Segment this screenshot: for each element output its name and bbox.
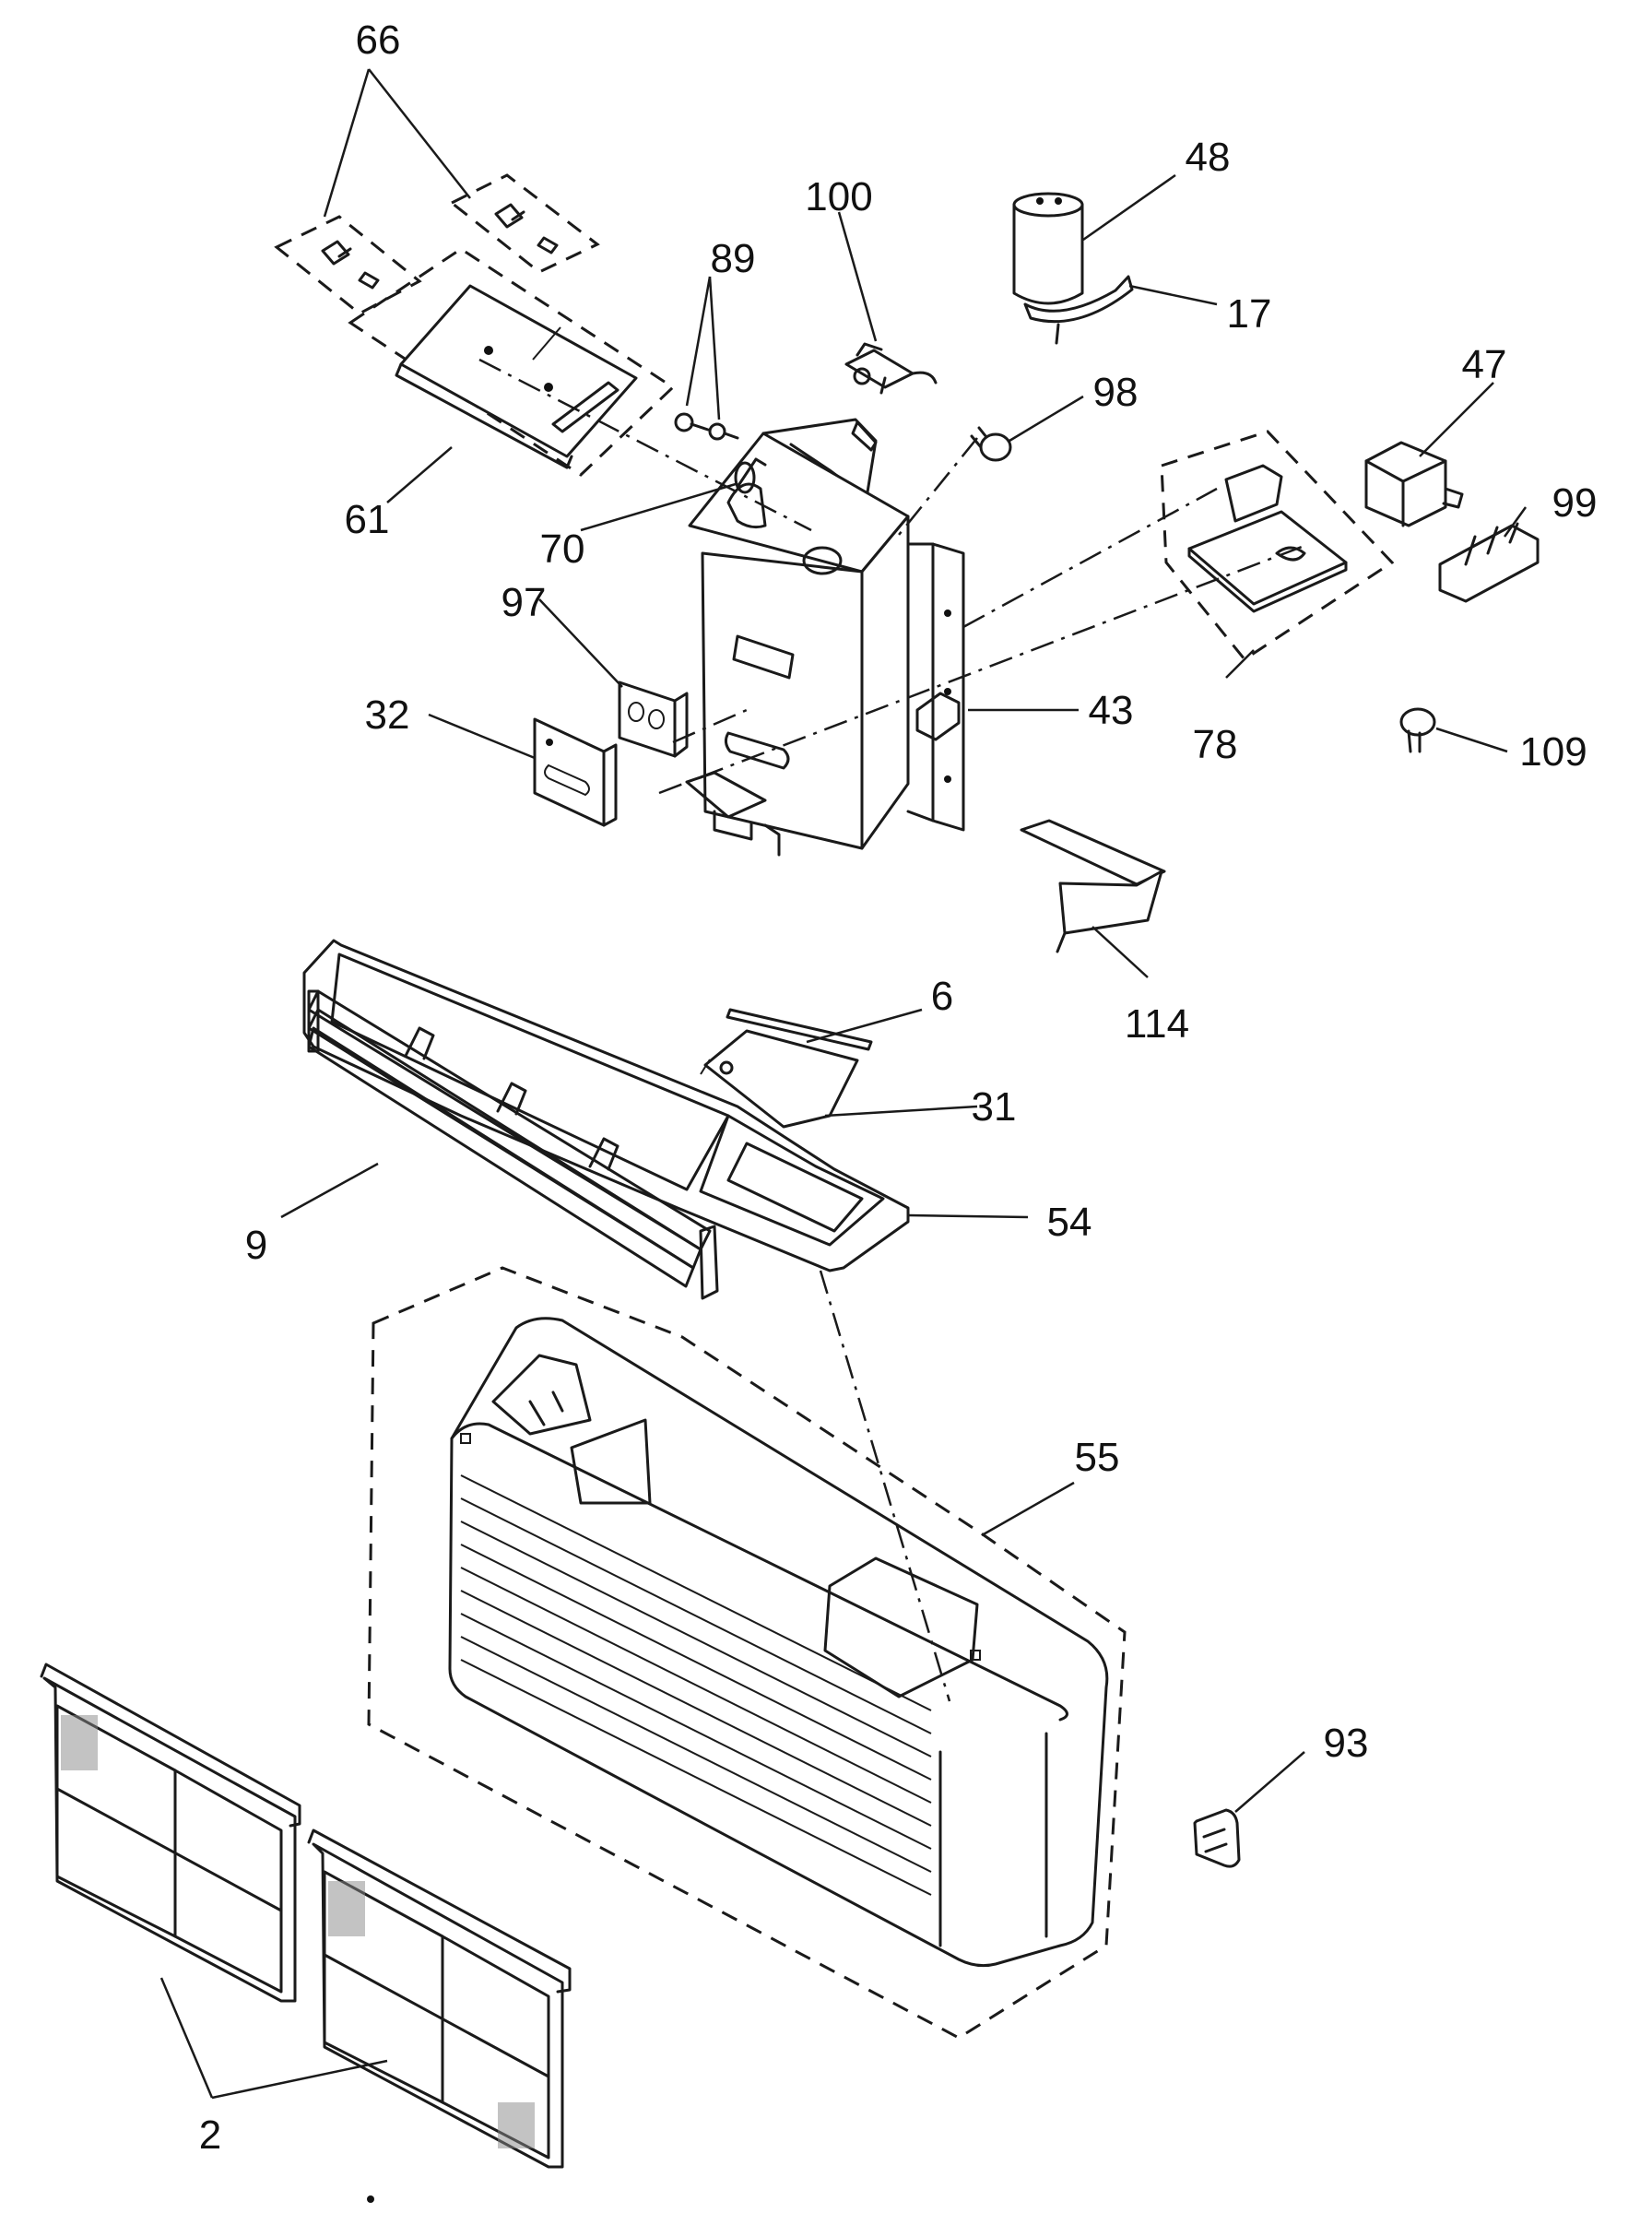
part-9-louver-assembly [307, 989, 719, 1300]
part-61-control-panel [348, 247, 676, 477]
part-number-labels: 66 48 100 89 17 98 47 99 61 70 97 32 43 … [199, 18, 1598, 2158]
label-17: 17 [1227, 291, 1272, 337]
part-31-plate [700, 1029, 859, 1129]
part-6-rod [726, 1008, 873, 1051]
part-54-grille-frame [302, 939, 910, 1272]
label-97: 97 [502, 580, 547, 625]
part-99-terminal [1438, 522, 1540, 603]
part-43-control-box [685, 418, 965, 857]
part-78-board-assembly [1160, 430, 1395, 661]
label-100: 100 [805, 174, 872, 219]
ink-dot [367, 2195, 374, 2203]
part-93-clip [1193, 1808, 1241, 1868]
label-114: 114 [1125, 1001, 1189, 1047]
label-93: 93 [1324, 1721, 1369, 1766]
part-66-knob-left [274, 215, 422, 315]
label-54: 54 [1047, 1200, 1092, 1245]
label-66: 66 [356, 18, 401, 63]
part-100-component [844, 342, 938, 395]
part-89-screws [674, 412, 739, 441]
label-48: 48 [1186, 135, 1231, 180]
label-61: 61 [345, 497, 390, 542]
part-32-bracket [533, 717, 618, 827]
part-98-component [970, 426, 1012, 462]
part-109-component [1399, 707, 1436, 753]
label-98: 98 [1093, 370, 1139, 415]
label-31: 31 [972, 1084, 1017, 1130]
part-70-bracket [734, 457, 767, 494]
label-78: 78 [1193, 722, 1238, 767]
label-55: 55 [1075, 1435, 1120, 1480]
label-6: 6 [931, 974, 953, 1019]
label-47: 47 [1462, 342, 1507, 387]
part-97-bracket [618, 680, 689, 758]
label-89: 89 [711, 236, 756, 281]
label-70: 70 [540, 527, 585, 572]
part-55-front-cover [367, 1266, 1127, 2040]
label-32: 32 [365, 692, 410, 738]
part-17-strap [1023, 275, 1134, 345]
label-43: 43 [1089, 688, 1134, 733]
part-2-filter-right [307, 1828, 572, 2169]
alignment-lines [478, 358, 1310, 1702]
part-48-capacitor [1012, 192, 1084, 305]
leader-lines [159, 68, 1528, 2100]
label-109: 109 [1519, 729, 1587, 775]
part-2-filter-left [40, 1663, 301, 2003]
part-66-knob-right [449, 173, 600, 274]
part-47-relay [1364, 441, 1464, 527]
part-114-bracket [1020, 819, 1166, 953]
label-9: 9 [245, 1223, 267, 1268]
label-99: 99 [1552, 480, 1598, 526]
label-2: 2 [199, 2112, 221, 2158]
